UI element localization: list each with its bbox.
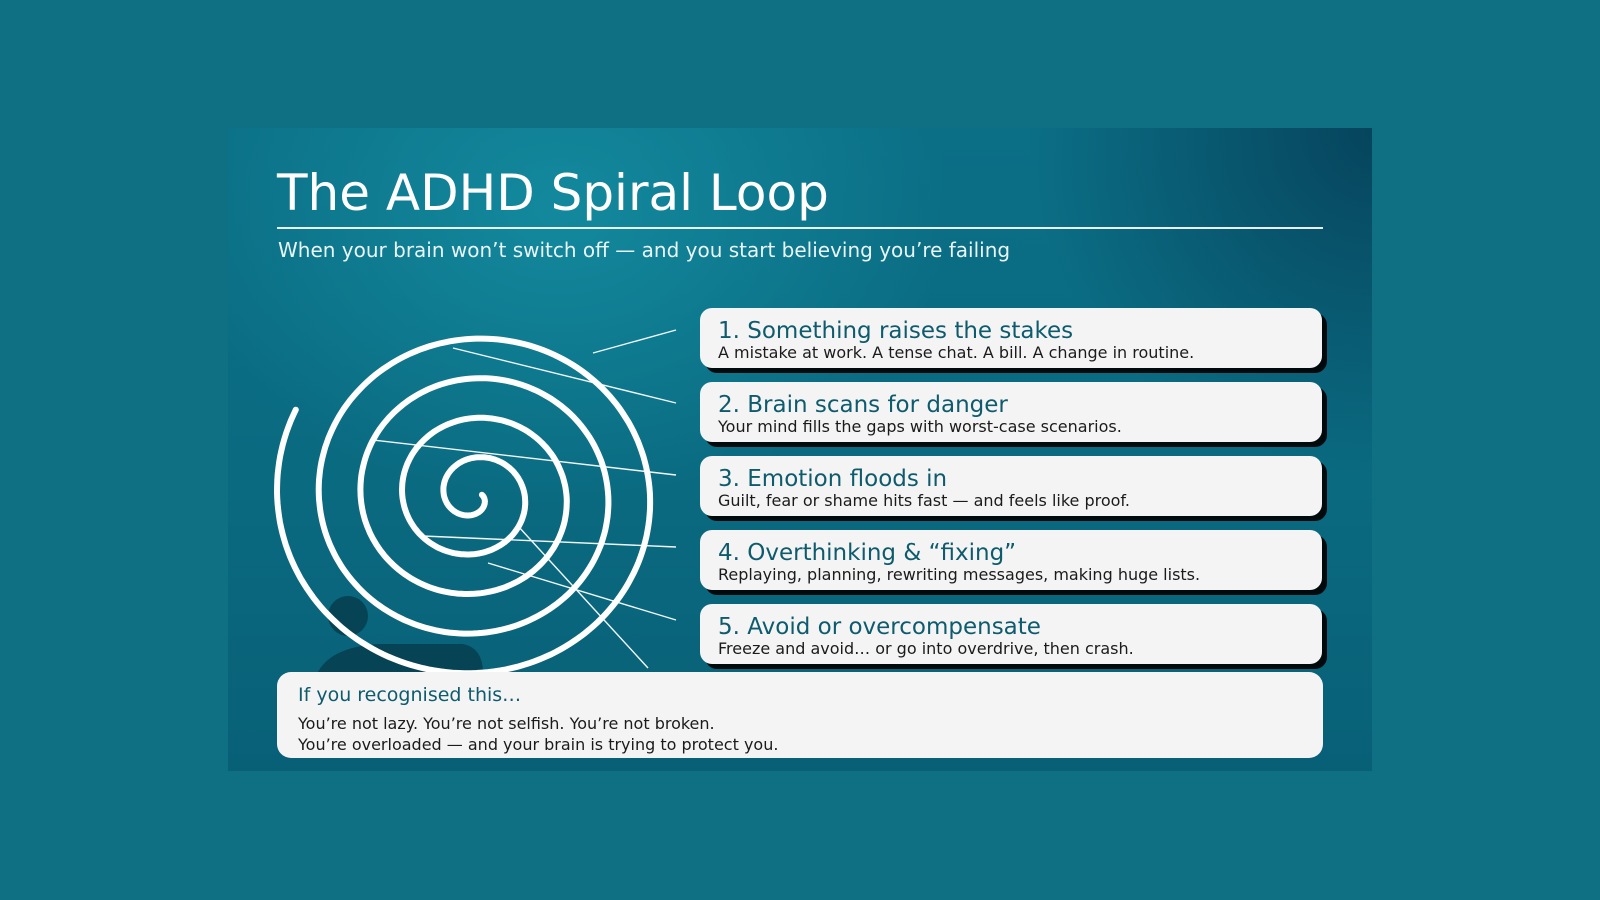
- connector-line: [592, 329, 677, 354]
- connector-line: [422, 535, 677, 548]
- title-divider: [277, 227, 1323, 229]
- step-title: 4. Overthinking & “fixing”: [718, 540, 1017, 566]
- page-subtitle: When your brain won’t switch off — and y…: [278, 238, 1011, 262]
- step-title: 2. Brain scans for danger: [718, 392, 1008, 418]
- steps-list: 1. Something raises the stakes A mistake…: [700, 308, 1322, 678]
- step-card-1: 1. Something raises the stakes A mistake…: [700, 308, 1322, 368]
- connector-line: [452, 347, 677, 404]
- step-description: Freeze and avoid… or go into overdrive, …: [718, 639, 1134, 659]
- step-description: Guilt, fear or shame hits fast — and fee…: [718, 491, 1130, 511]
- step-card-3: 3. Emotion floods in Guilt, fear or sham…: [700, 456, 1322, 516]
- slide: The ADHD Spiral Loop When your brain won…: [228, 128, 1372, 771]
- step-title: 1. Something raises the stakes: [718, 318, 1074, 344]
- connector-line: [487, 562, 677, 621]
- step-description: Replaying, planning, rewriting messages,…: [718, 565, 1201, 585]
- step-description: Your mind fills the gaps with worst-case…: [718, 417, 1122, 437]
- connector-line: [517, 525, 649, 669]
- callout-line: You’re overloaded — and your brain is tr…: [298, 735, 779, 755]
- step-card-5: 5. Avoid or overcompensate Freeze and av…: [700, 604, 1322, 664]
- callout-box: If you recognised this… You’re not lazy.…: [277, 672, 1323, 758]
- step-description: A mistake at work. A tense chat. A bill.…: [718, 343, 1195, 363]
- callout-line: You’re not lazy. You’re not selfish. You…: [298, 713, 715, 733]
- step-title: 5. Avoid or overcompensate: [718, 614, 1041, 640]
- callout-title: If you recognised this…: [298, 684, 522, 706]
- step-card-4: 4. Overthinking & “fixing” Replaying, pl…: [700, 530, 1322, 590]
- connector-lines: [372, 329, 677, 669]
- step-title: 3. Emotion floods in: [718, 466, 948, 492]
- step-card-2: 2. Brain scans for danger Your mind fill…: [700, 382, 1322, 442]
- page-title: The ADHD Spiral Loop: [277, 164, 829, 222]
- connector-line: [372, 439, 677, 476]
- spiral-line: [273, 335, 654, 677]
